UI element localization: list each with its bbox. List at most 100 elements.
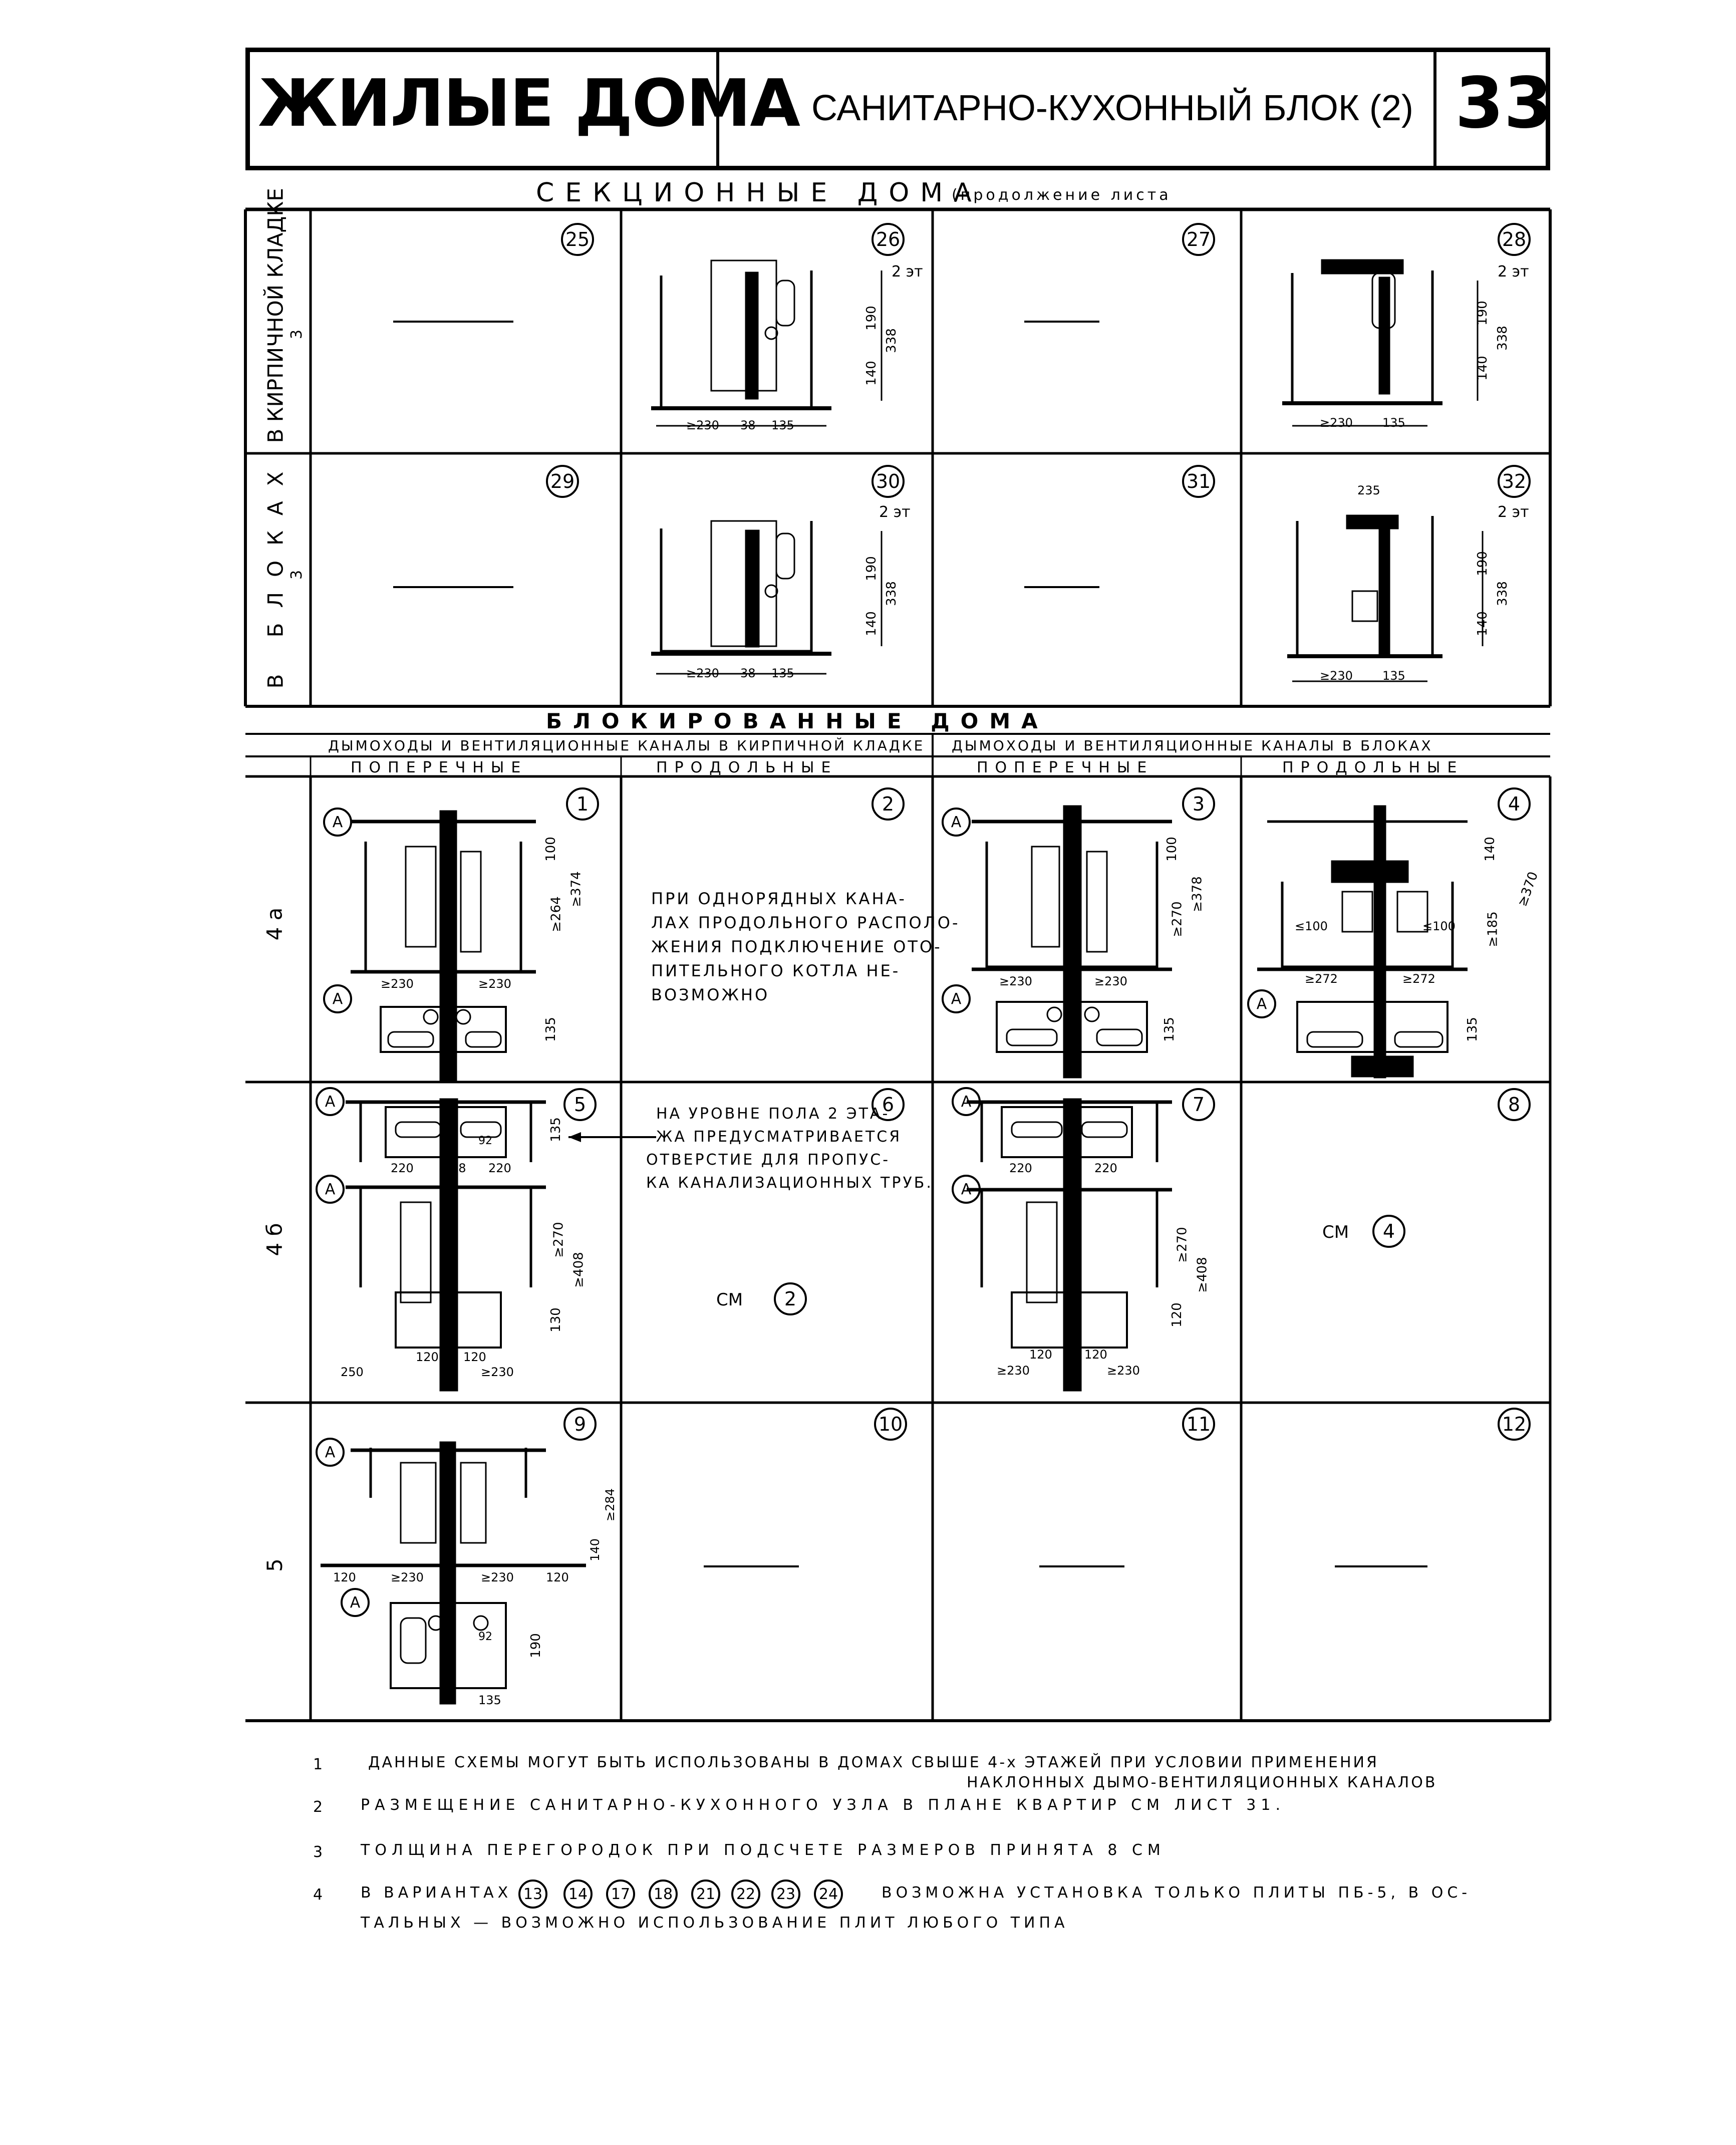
header-divider-1 <box>716 48 719 170</box>
dim-26-d: ≥230 <box>686 418 719 432</box>
note-line-2-1: ПРИ ОДНОРЯДНЫХ КАНА- <box>651 889 907 908</box>
empty-dash-29 <box>393 586 513 588</box>
variant-number-29: 29 <box>546 465 579 498</box>
floor-label-26: 2 эт <box>892 263 923 281</box>
dim-5-k: 250 <box>341 1365 364 1379</box>
dim-28-c: 338 <box>1495 326 1510 351</box>
axis-marker: A <box>323 808 352 837</box>
footnote-ref-13: 13 <box>518 1880 547 1909</box>
footnote-ref-18: 18 <box>649 1880 678 1909</box>
empty-dash-25 <box>393 321 513 323</box>
dim-32-d: 338 <box>1495 581 1510 606</box>
dim-3-c: ≥378 <box>1190 876 1205 912</box>
group-header-blocks: ДЫМОХОДЫ И ВЕНТИЛЯЦИОННЫЕ КАНАЛЫ В БЛОКА… <box>952 737 1433 754</box>
note-line-6-2: ЖА ПРЕДУСМАТРИВАЕТСЯ <box>656 1128 902 1146</box>
dim-9-a: ≥284 <box>603 1488 617 1521</box>
variant-number-10: 10 <box>874 1408 907 1441</box>
row-label-brick: В КИРПИЧНОЙ КЛАДКЕ <box>263 188 288 443</box>
footnote-ref-23: 23 <box>771 1880 800 1909</box>
empty-dash-27 <box>1024 321 1099 323</box>
dim-30-f: 135 <box>771 666 794 680</box>
variant-number-11: 11 <box>1182 1408 1215 1441</box>
dim-26-e: 38 <box>740 418 756 432</box>
axis-marker: A <box>323 984 352 1013</box>
dim-30-e: 38 <box>740 666 756 680</box>
dim-9-c: 120 <box>333 1570 356 1584</box>
dim-30-c: 338 <box>884 581 899 606</box>
dim-4-h: 135 <box>1465 1017 1480 1042</box>
page-subtitle: САНИТАРНО-КУХОННЫЙ БЛОК (2) <box>811 88 1413 128</box>
dim-3-b: ≥270 <box>1170 901 1185 937</box>
section1-continuation: (продолжение листа <box>952 186 1172 204</box>
empty-dash-12 <box>1335 1565 1427 1567</box>
dim-32-b: 190 <box>1475 551 1490 576</box>
dim-9-g: 92 <box>478 1631 492 1643</box>
col-header-3: ПОПЕРЕЧНЫЕ <box>977 759 1154 776</box>
dim-32-f: 135 <box>1382 669 1405 683</box>
dim-9-e: ≥230 <box>481 1570 514 1584</box>
dim-5-d: 92 <box>478 1135 492 1147</box>
header-frame <box>245 48 1550 170</box>
dim-5-h: 130 <box>548 1307 563 1332</box>
dim-5-g: ≥408 <box>571 1252 587 1288</box>
dim-9-f: 120 <box>546 1570 569 1584</box>
sheet-number: 33 <box>1455 63 1553 144</box>
col-header-4: ПРОДОЛЬНЫЕ <box>1282 759 1464 776</box>
variant-number-7: 7 <box>1182 1088 1215 1121</box>
dim-4-e: ≤100 <box>1422 919 1456 933</box>
dim-32-c: 140 <box>1475 611 1490 636</box>
dim-9-i: 135 <box>478 1693 501 1707</box>
footnote-2-text: РАЗМЕЩЕНИЕ САНИТАРНО-КУХОННОГО УЗЛА В ПЛ… <box>361 1796 1285 1814</box>
variant-number-6: 6 <box>872 1088 905 1121</box>
variant-number-12: 12 <box>1498 1408 1531 1441</box>
dim-3-d: ≥230 <box>999 974 1032 988</box>
axis-marker: A <box>952 1175 981 1204</box>
see-ref-8: 4 <box>1372 1215 1405 1248</box>
axis-marker: A <box>952 1087 981 1116</box>
note-line-2-5: ВОЗМОЖНО <box>651 985 770 1004</box>
plan-sketch-4 <box>1257 805 1468 1079</box>
footnote-4-post: ВОЗМОЖНА УСТАНОВКА ТОЛЬКО ПЛИТЫ ПБ-5, В … <box>882 1884 1472 1902</box>
plan-sketch-9 <box>321 1441 586 1705</box>
variant-number-31: 31 <box>1182 465 1215 498</box>
plan-sketch-26 <box>651 259 883 427</box>
empty-dash-31 <box>1024 586 1099 588</box>
dim-4-f: ≥272 <box>1305 972 1338 986</box>
dim-5-c: 220 <box>488 1161 511 1175</box>
dim-1-g: 135 <box>543 1017 558 1042</box>
variant-number-25: 25 <box>561 223 594 256</box>
dim-9-h: 190 <box>528 1633 543 1658</box>
axis-marker: A <box>942 808 971 837</box>
dim-7-d: ≥408 <box>1195 1257 1210 1293</box>
floor-label-32: 2 эт <box>1498 503 1529 521</box>
axis-marker: A <box>316 1175 345 1204</box>
dim-5-i: 120 <box>416 1350 439 1364</box>
variant-number-9: 9 <box>563 1408 597 1441</box>
dim-4-g: ≥272 <box>1402 972 1435 986</box>
axis-marker: A <box>1247 989 1276 1018</box>
dim-1-a: 100 <box>543 837 558 862</box>
dim-9-d: ≥230 <box>391 1570 424 1584</box>
dim-28-b: 140 <box>1475 356 1490 381</box>
variant-number-5: 5 <box>563 1088 597 1121</box>
plan-sketch-3 <box>972 805 1172 1079</box>
footnote-4-line-2: ТАЛЬНЫХ — ВОЗМОЖНО ИСПОЛЬЗОВАНИЕ ПЛИТ ЛЮ… <box>361 1914 1069 1932</box>
header-divider-2 <box>1433 48 1436 170</box>
dim-4-b: ≥185 <box>1485 911 1501 947</box>
dim-7-b: 220 <box>1094 1161 1117 1175</box>
dim-1-e: 38 <box>441 977 456 991</box>
footnote-ref-17: 17 <box>606 1880 635 1909</box>
dim-32-a: 235 <box>1357 483 1380 497</box>
variant-number-30: 30 <box>872 465 905 498</box>
dim-30-d: ≥230 <box>686 666 719 680</box>
footnote-number-1: 1 <box>313 1756 323 1773</box>
footnote-1-line-2: НАКЛОННЫХ ДЫМО-ВЕНТИЛЯЦИОННЫХ КАНАЛОВ <box>967 1774 1437 1791</box>
group-header-brick: ДЫМОХОДЫ И ВЕНТИЛЯЦИОННЫЕ КАНАЛЫ В КИРПИ… <box>328 737 925 754</box>
axis-marker: A <box>316 1087 345 1116</box>
floor-label-28: 2 эт <box>1498 263 1529 281</box>
dim-7-g: 120 <box>1084 1348 1107 1362</box>
dim-28-d: ≥230 <box>1320 416 1353 430</box>
variant-number-26: 26 <box>872 223 905 256</box>
variant-number-27: 27 <box>1182 223 1215 256</box>
footnote-4-pre: В ВАРИАНТАХ <box>361 1884 512 1902</box>
